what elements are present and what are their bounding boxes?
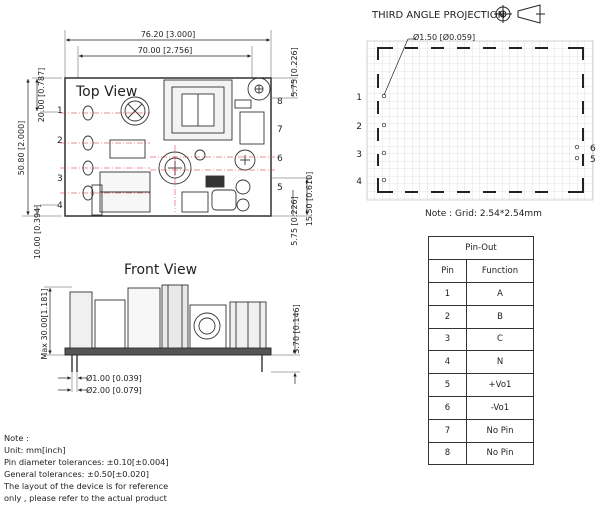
pin-number: 1 bbox=[428, 282, 467, 306]
hole-diameter-label: Ø1.50 [Ø0.059] bbox=[413, 32, 475, 42]
pinout-header-function: Function bbox=[466, 259, 534, 283]
top-pin-4: 4 bbox=[57, 201, 63, 211]
board-outline bbox=[377, 47, 584, 193]
grid-pin-2: 2 bbox=[356, 122, 362, 132]
dim-right-bottom: 5.75 [0.226] bbox=[290, 196, 299, 246]
grid-pin-5: 5 bbox=[590, 155, 596, 165]
dim-top-offset: 20.00 [0.787] bbox=[37, 68, 46, 123]
grid-pin-6: 6 bbox=[590, 144, 596, 154]
top-pin-6: 6 bbox=[277, 154, 283, 164]
pin-function: B bbox=[466, 304, 534, 329]
note-line: Unit: mm[inch] bbox=[4, 445, 66, 455]
front-view: Front View Max 30.00[1.181] bbox=[40, 262, 301, 395]
dim-pin-length: 3.70 [0.146] bbox=[292, 304, 301, 354]
grid-pin-4: 4 bbox=[356, 177, 362, 187]
hole-leader bbox=[383, 38, 409, 96]
dim-right-span: 15.50 [0.610] bbox=[305, 172, 314, 227]
pin-number: 2 bbox=[428, 304, 467, 329]
projection-label: THIRD ANGLE PROJECTION bbox=[371, 10, 505, 21]
dim-bottom-offset: 10.00 [0.394] bbox=[33, 205, 42, 260]
pin-number: 4 bbox=[428, 350, 467, 375]
grid-pin-3: 3 bbox=[356, 150, 362, 160]
note-line: Pin diameter tolerances: ±0.10[±0.004] bbox=[4, 457, 169, 467]
pin-number: 7 bbox=[428, 418, 467, 443]
note-line: only , please refer to the actual produc… bbox=[4, 493, 167, 503]
dim-height: 50.80 [2.000] bbox=[17, 121, 26, 176]
front-components bbox=[64, 284, 272, 372]
pin-number: 3 bbox=[428, 327, 467, 352]
pin-function: N bbox=[466, 350, 534, 375]
dim-pin-diameter-2: Ø2.00 [0.079] bbox=[86, 385, 142, 395]
notes-block: Note : Unit: mm[inch] Pin diameter toler… bbox=[4, 432, 169, 504]
dim-overall-width: 76.20 [3.000] bbox=[141, 30, 196, 39]
dim-max-height: Max 30.00[1.181] bbox=[40, 288, 49, 359]
note-line: General tolerances: ±0.50[±0.020] bbox=[4, 469, 149, 479]
pin-function: No Pin bbox=[466, 441, 534, 466]
components bbox=[82, 77, 271, 216]
projection-symbol-icon bbox=[494, 4, 545, 24]
centerlines bbox=[60, 112, 275, 212]
pin-function: +Vo1 bbox=[466, 373, 534, 397]
dim-pin-diameter-1: Ø1.00 [0.039] bbox=[86, 373, 142, 383]
pin-function: No Pin bbox=[466, 418, 534, 443]
pin-number: 8 bbox=[428, 441, 467, 466]
grid-pin-1: 1 bbox=[356, 93, 362, 103]
dim-right-top: 5.75 [0.226] bbox=[290, 47, 299, 97]
table-row: 6-Vo1 bbox=[428, 395, 534, 420]
grid-view: 1 2 3 4 6 5 Ø1.50 [Ø0.059] Note : Grid: … bbox=[356, 32, 596, 219]
dim-pin-span-width: 70.00 [2.756] bbox=[138, 46, 193, 55]
pin-function: C bbox=[466, 327, 534, 352]
pinout-header-pin: Pin bbox=[428, 259, 467, 283]
note-line: The layout of the device is for referenc… bbox=[4, 481, 169, 491]
top-pin-8: 8 bbox=[277, 97, 283, 107]
front-view-title: Front View bbox=[124, 262, 197, 278]
grid-note: Note : Grid: 2.54*2.54mm bbox=[425, 209, 542, 219]
top-view: 76.20 [3.000] 70.00 [2.756] 20.00 [0.787… bbox=[17, 30, 314, 259]
note-line: Note : bbox=[4, 433, 29, 443]
pin-number: 5 bbox=[428, 373, 467, 397]
grid-area bbox=[366, 40, 594, 201]
top-pin-3: 3 bbox=[57, 174, 63, 184]
top-pin-5: 5 bbox=[277, 183, 283, 193]
pin-function: A bbox=[466, 282, 534, 306]
top-pin-1: 1 bbox=[57, 106, 63, 116]
pin-function: -Vo1 bbox=[466, 395, 534, 420]
table-row: 5+Vo1 bbox=[428, 373, 534, 397]
pin-number: 6 bbox=[428, 395, 467, 420]
top-pin-2: 2 bbox=[57, 136, 63, 146]
top-view-title: Top View bbox=[75, 84, 137, 100]
pinout-title: Pin-Out bbox=[428, 236, 534, 260]
top-pin-7: 7 bbox=[277, 125, 283, 135]
